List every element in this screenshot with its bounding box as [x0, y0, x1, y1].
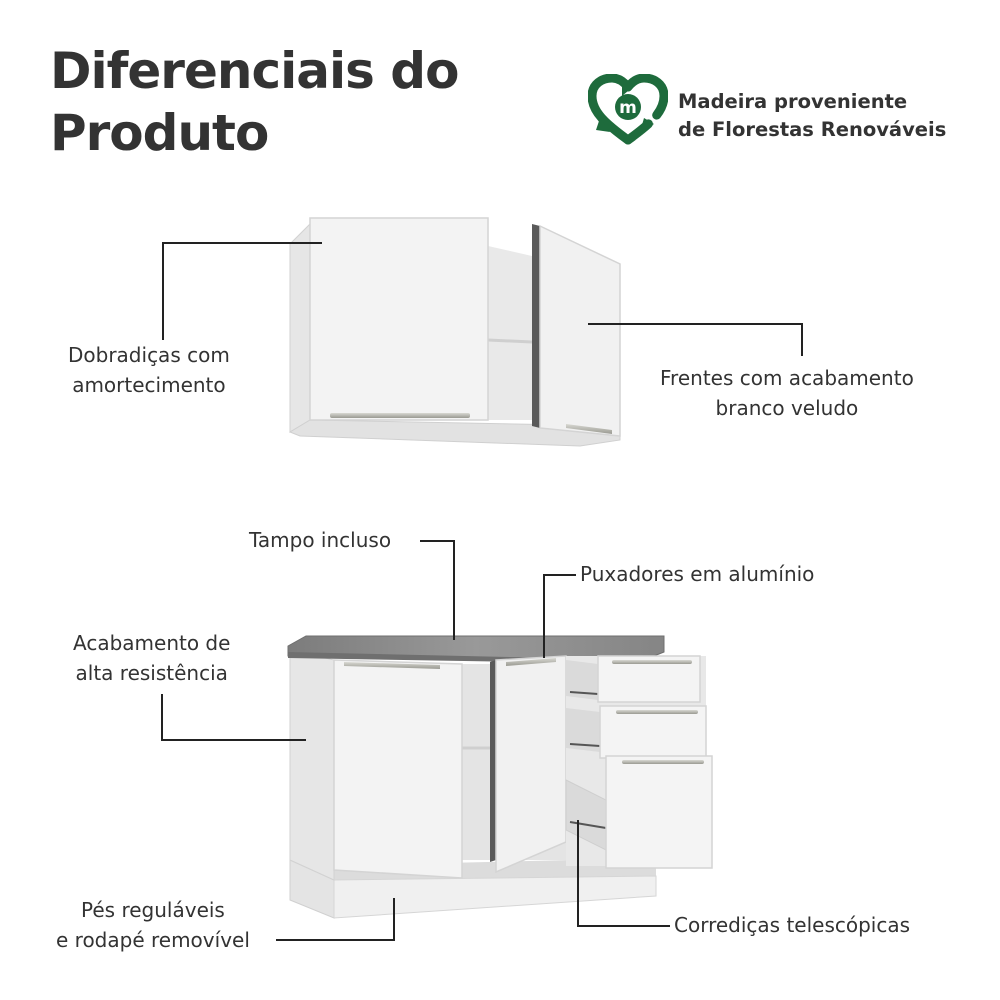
- label-fronts-line-2: branco veludo: [715, 396, 859, 420]
- recycle-heart-icon: m: [588, 74, 668, 145]
- leader-handles: [543, 574, 576, 658]
- upper-right-handle: [566, 424, 612, 434]
- label-fronts: Frentes com acabamento branco veludo: [660, 363, 914, 423]
- upper-left-door: [309, 217, 489, 421]
- logo-letter: m: [619, 98, 637, 118]
- base-side-panel: [289, 649, 335, 881]
- base-middle-door: [495, 655, 567, 874]
- label-slides: Corrediças telescópicas: [674, 910, 910, 940]
- label-feet: Pés reguláveis e rodapé removível: [56, 895, 250, 955]
- upper-interior: [488, 246, 532, 420]
- base-left-door: [333, 659, 463, 879]
- leader-hinges: [162, 242, 322, 340]
- base-left-handle: [344, 662, 440, 669]
- upper-left-handle: [330, 413, 470, 418]
- leader-finish: [161, 694, 306, 741]
- drawer-1-box: [566, 660, 598, 700]
- badge-line-1: Madeira proveniente: [678, 90, 908, 113]
- label-finish: Acabamento de alta resistência: [73, 628, 230, 688]
- base-middle-handle: [506, 658, 556, 666]
- drawer-2-front: [599, 705, 707, 759]
- label-hinges: Dobradiças com amortecimento: [68, 340, 230, 400]
- label-slides-line-1: Corrediças telescópicas: [674, 913, 911, 937]
- drawer-1-slide: [569, 691, 599, 695]
- leader-top: [420, 540, 455, 640]
- upper-side-panel: [289, 222, 311, 433]
- plinth-front: [333, 875, 657, 919]
- leader-fronts: [588, 323, 803, 356]
- label-hinges-line-1: Dobradiças com: [68, 343, 230, 367]
- label-hinges-line-2: amortecimento: [72, 373, 226, 397]
- label-feet-line-2: e rodapé removível: [56, 928, 250, 952]
- base-cabinet: [287, 635, 713, 919]
- label-top: Tampo incluso: [249, 525, 391, 555]
- plinth-shadow: [290, 856, 656, 880]
- sustainability-badge: Madeira proveniente de Florestas Renováv…: [678, 88, 946, 144]
- leader-feet: [276, 898, 395, 941]
- drawer-2-box: [566, 708, 600, 752]
- label-feet-line-1: Pés reguláveis: [81, 898, 225, 922]
- upper-right-door-edge: [532, 224, 540, 428]
- upper-right-door: [539, 224, 621, 437]
- drawer-1-handle: [612, 660, 692, 664]
- upper-cabinet: [288, 217, 621, 447]
- leader-slides: [577, 820, 670, 927]
- page-title: Diferenciais do Produto: [50, 40, 459, 164]
- label-fronts-line-1: Frentes com acabamento: [660, 366, 914, 390]
- upper-shelf: [487, 338, 533, 344]
- base-middle-door-edge: [490, 660, 496, 862]
- drawer-3-slide: [569, 821, 607, 829]
- leader-lines: [161, 242, 803, 941]
- drawer-3-front: [605, 755, 713, 869]
- drawer-2-handle: [616, 710, 698, 714]
- label-finish-line-2: alta resistência: [75, 661, 228, 685]
- label-finish-line-1: Acabamento de: [73, 631, 231, 655]
- label-handles-line-1: Puxadores em alumínio: [580, 562, 815, 586]
- drawer-2-slide: [569, 743, 601, 747]
- badge-line-2: de Florestas Renováveis: [678, 118, 947, 141]
- label-handles: Puxadores em alumínio: [580, 559, 814, 589]
- title-line-2: Produto: [50, 104, 269, 162]
- label-top-line-1: Tampo incluso: [249, 528, 392, 552]
- title-line-1: Diferenciais do: [50, 42, 459, 100]
- drawer-3-handle: [622, 760, 704, 764]
